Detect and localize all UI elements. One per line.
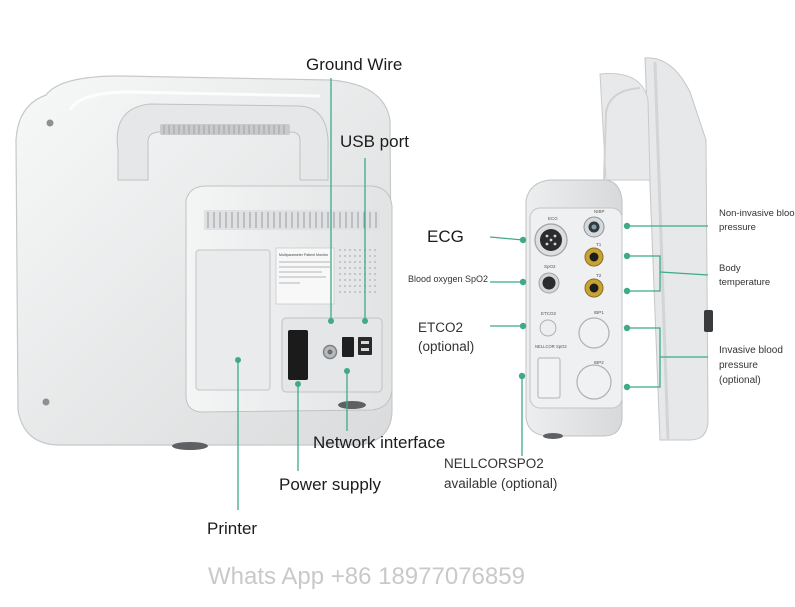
label-etco2: ETCO2 (optional) <box>418 320 474 354</box>
label-ibp-line3: (optional) <box>719 375 761 386</box>
label-etco2-line2: (optional) <box>418 338 475 354</box>
socket-label-ibp2: IBP2 <box>594 360 604 365</box>
nellcor-socket <box>537 357 561 399</box>
callout-dots <box>235 222 631 391</box>
side-view-device: ECG SpO2 ETCO2 NELLCOR SpO2 NIBP T1 T2 I… <box>525 57 713 441</box>
label-nellcor: NELLCORSPO2 available (optional) <box>444 456 557 491</box>
socket-label-nellcor: NELLCOR SpO2 <box>535 344 567 349</box>
rear-label-title: Multiparameter Patient Monitor <box>279 253 329 257</box>
ibp2-socket <box>576 364 612 400</box>
label-etco2-line1: ETCO2 <box>418 320 464 335</box>
socket-label-ibp1: IBP1 <box>594 310 604 315</box>
label-temp-line2: temperature <box>719 277 771 289</box>
socket-label-etco2: ETCO2 <box>541 311 557 316</box>
leader-temp <box>627 255 709 292</box>
label-usb-port: USB port <box>340 132 409 151</box>
callout-lines <box>237 78 709 510</box>
usb-port <box>358 337 372 355</box>
label-nellcor-line1: NELLCORSPO2 <box>444 456 544 471</box>
label-network-interface: Network interface <box>313 433 446 452</box>
rear-view-device: Multiparameter Patient Monitor <box>15 75 393 450</box>
label-ibp-line2: pressure <box>719 360 758 371</box>
socket-label-nibp: NIBP <box>594 209 605 214</box>
label-body-temperature: Body temperature <box>719 262 770 291</box>
label-nibp: Non-invasive blood pressure <box>719 207 795 236</box>
socket-label-t2: T2 <box>596 273 602 278</box>
label-blood-oxygen: Blood oxygen SpO2 <box>408 274 489 284</box>
ibp1-socket <box>578 317 610 349</box>
label-ground-wire: Ground Wire <box>306 55 403 74</box>
network-port <box>342 337 354 357</box>
rear-vents <box>207 212 377 228</box>
label-nellcor-line2: available (optional) <box>444 475 558 491</box>
handle-vents <box>163 125 285 134</box>
label-nibp-line1: Non-invasive blood <box>719 208 795 219</box>
leader-ecg <box>489 236 524 241</box>
leader-ibp <box>627 327 708 388</box>
label-nibp-line2: pressure <box>719 222 756 234</box>
watermark: Whats App +86 18977076859 <box>208 563 525 590</box>
label-power-supply: Power supply <box>279 475 382 494</box>
socket-label-t1: T1 <box>596 242 602 247</box>
label-printer: Printer <box>207 519 258 538</box>
label-ibp: Invasive blood pressure (optional) <box>719 343 783 388</box>
socket-label-ecg: ECG <box>548 216 558 221</box>
socket-label-spo2: SpO2 <box>544 264 556 269</box>
power-socket <box>288 330 308 380</box>
label-ecg: ECG <box>427 227 464 246</box>
etco2-socket <box>539 319 557 337</box>
label-temp-line1: Body <box>719 263 741 274</box>
label-ibp-line1: Invasive blood <box>719 345 783 356</box>
